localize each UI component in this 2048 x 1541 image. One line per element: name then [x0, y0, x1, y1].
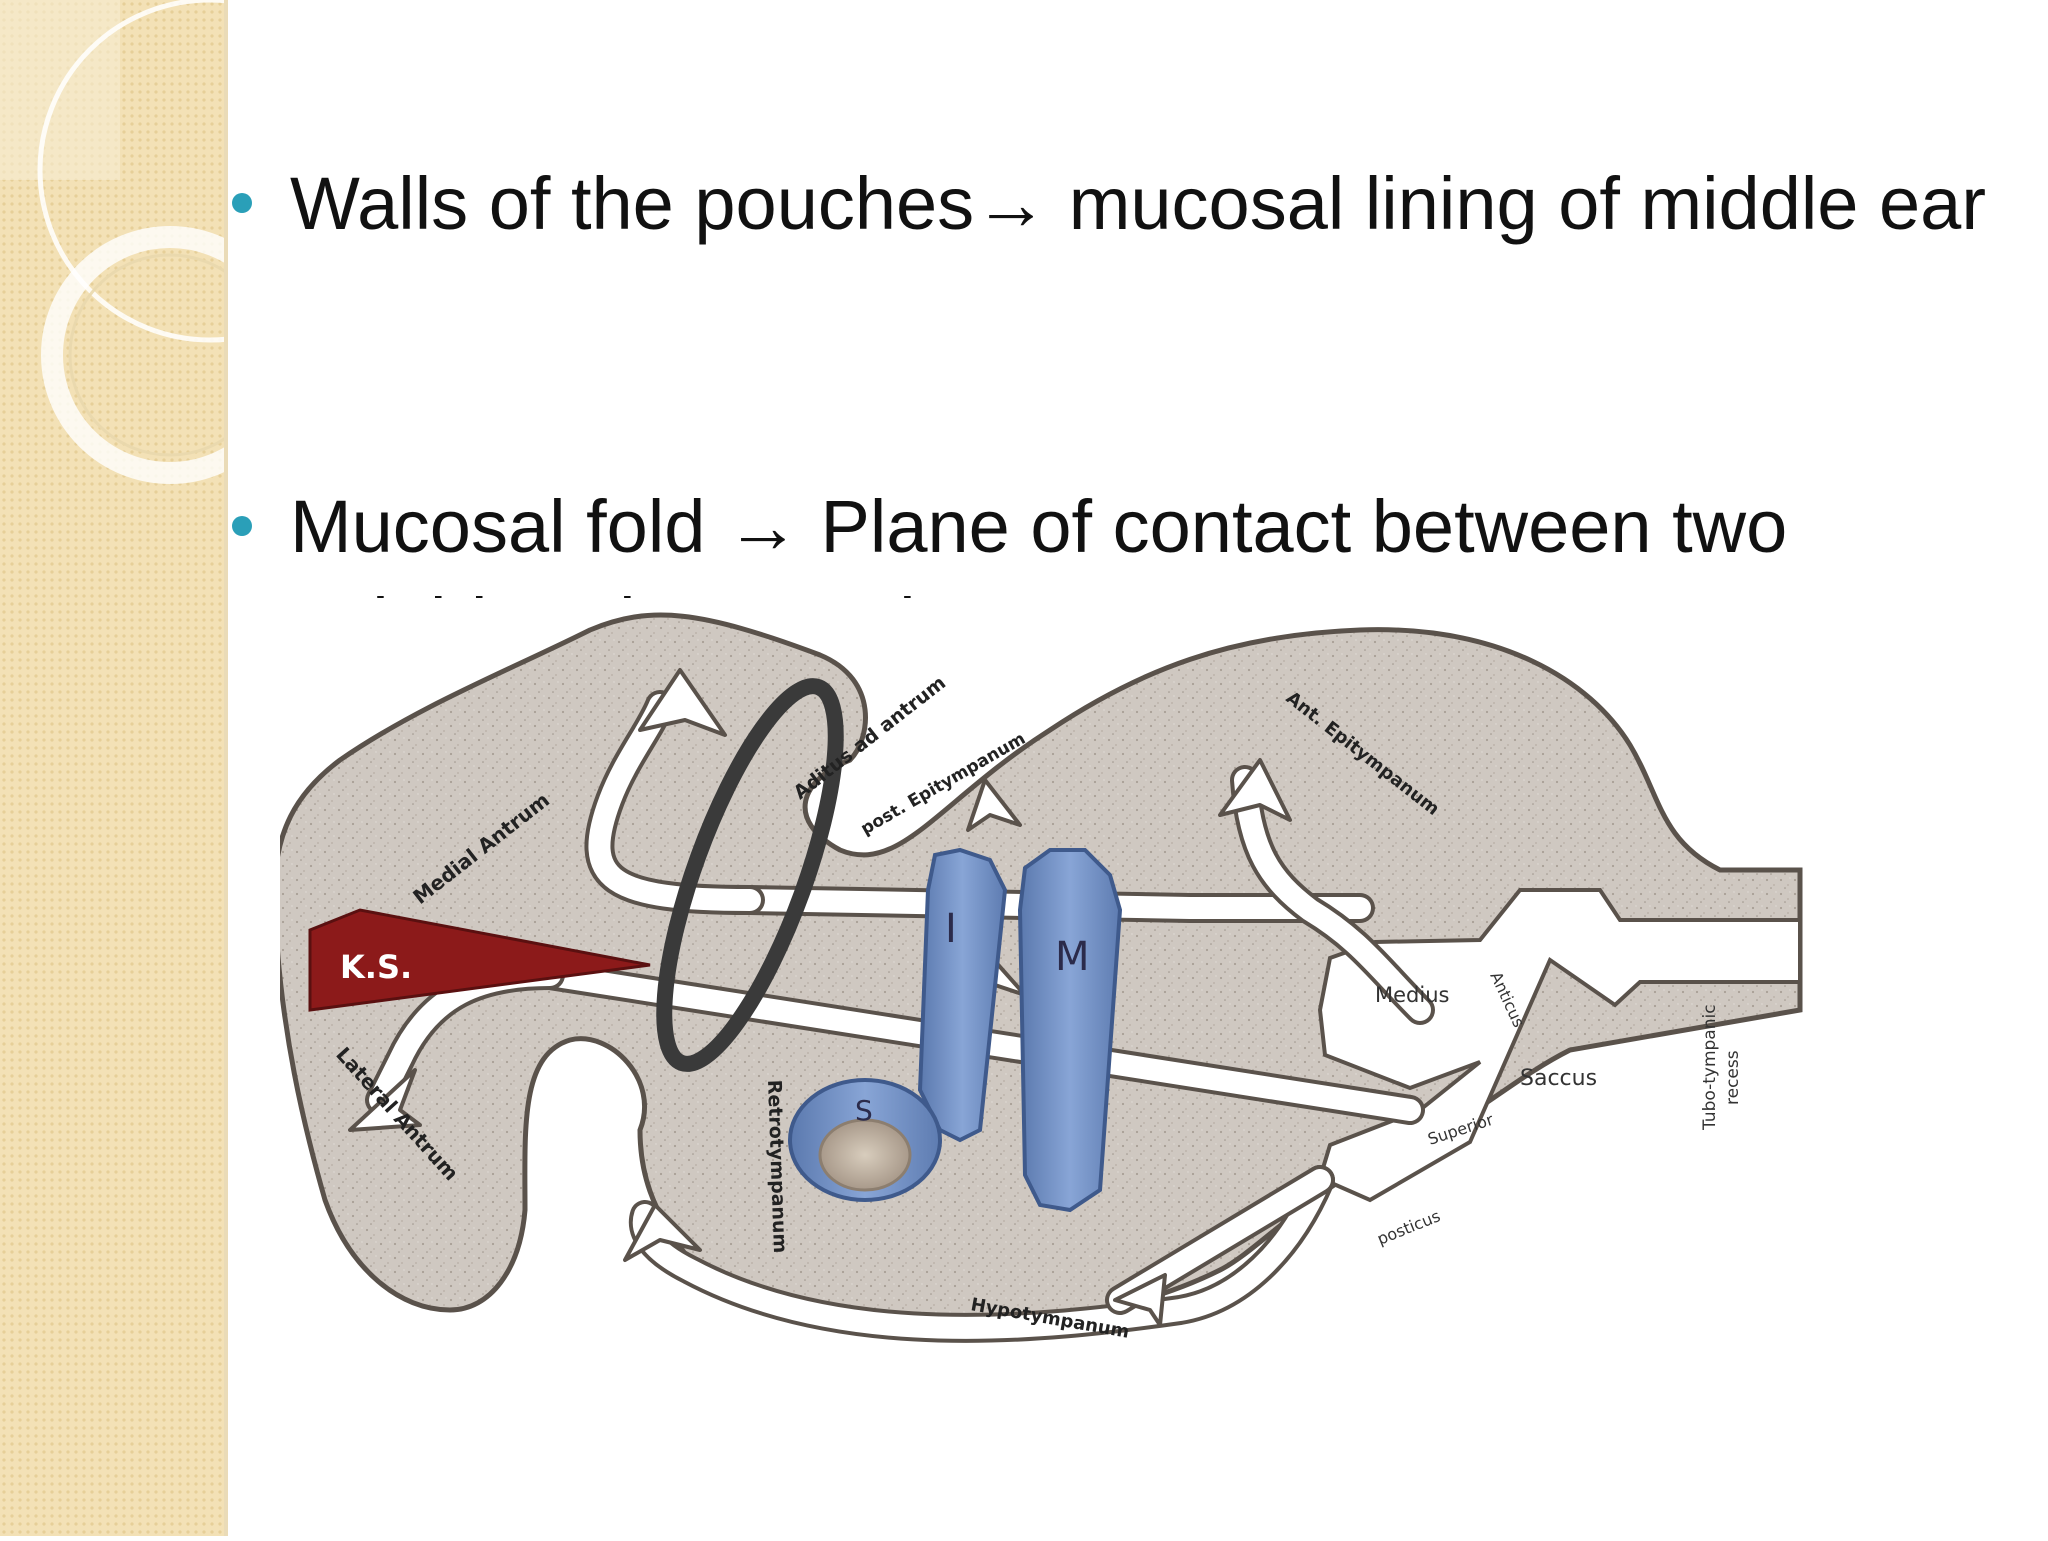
bullet-text: Mucosal fold → Plane of contact between …	[290, 485, 1788, 598]
posticus-label: posticus	[1374, 1206, 1443, 1248]
arrowhead-post-epitympanum	[966, 778, 1022, 832]
arrowhead-ant-epitympanum	[1218, 758, 1292, 822]
arrowhead-lateral-antrum	[348, 1068, 422, 1132]
bullet-walls-of-pouches: Walls of the pouches→ mucosal lining of …	[232, 155, 2012, 355]
recess-label: recess	[1723, 1050, 1743, 1105]
bullet-dot	[232, 516, 252, 536]
stapes-label: S	[855, 1094, 873, 1127]
decorative-sidebar	[0, 0, 383, 1536]
malleus-bone	[1017, 848, 1123, 1213]
sidebar-pattern	[0, 0, 383, 1536]
ks-label: K.S.	[340, 948, 412, 986]
bullet-dot	[232, 193, 252, 213]
bullet-text: Walls of the pouches→ mucosal lining of …	[290, 162, 1986, 245]
incus-label: I	[945, 906, 957, 952]
arrowhead-aditus	[638, 668, 727, 737]
middle-ear-pouches-diagram: K.S. I M S Medial Antrum Lateral Antrum …	[271, 610, 1840, 1410]
arrowhead-retrotympanum	[623, 1203, 702, 1262]
mucosal-fold-ring	[656, 678, 844, 1072]
diagram-svg: K.S. I M S Medial Antrum Lateral Antrum …	[271, 612, 1803, 1343]
ks-wedge	[308, 908, 651, 1012]
arrowhead-hypotympanum	[1113, 1273, 1167, 1327]
bullet-mucosal-fold: Mucosal fold → Plane of contact between …	[232, 478, 2012, 598]
saccus-label: Saccus	[1520, 1066, 1597, 1091]
incus-bone	[917, 847, 1008, 1143]
malleus-label: M	[1055, 934, 1090, 980]
tubo-tympanic-label: Tubo-tympanic	[1700, 1004, 1720, 1131]
stapes-footplate	[818, 1118, 912, 1192]
medius-label: Medius	[1375, 983, 1449, 1007]
